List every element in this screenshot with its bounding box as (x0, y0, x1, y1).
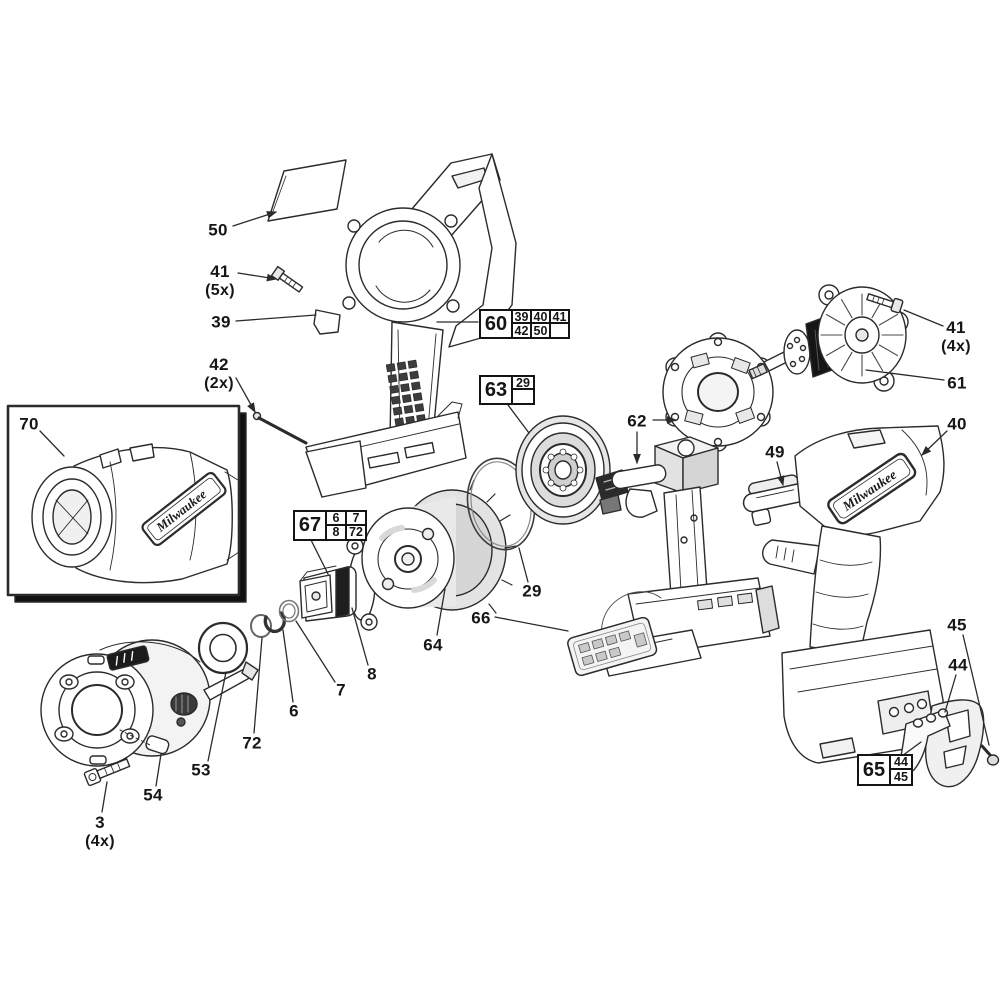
box-60-main: 60 (484, 312, 508, 335)
callout-54: 54 (143, 785, 163, 805)
callout-8: 8 (367, 664, 377, 684)
leader-40 (921, 430, 948, 456)
part-pin-42 (252, 411, 308, 445)
leader-7 (295, 620, 336, 683)
callout-70: 70 (19, 414, 39, 434)
part-switch-assembly (599, 436, 780, 677)
part-screw-45 (980, 744, 1000, 766)
leader-6 (282, 629, 294, 703)
callout-61: 61 (947, 373, 967, 393)
leader-70 (39, 430, 65, 457)
leader-45 (962, 634, 990, 746)
callout-42-2x: 42(2x) (204, 355, 234, 392)
box-60-grid: 39 40 41 42 50 (511, 310, 568, 338)
callout-53: 53 (191, 760, 211, 780)
leader-66 (494, 616, 569, 632)
callout-7: 7 (336, 680, 346, 700)
callout-64: 64 (423, 635, 443, 655)
callout-29: 29 (522, 581, 542, 601)
leader-box65 (901, 741, 922, 757)
box-cell: 44 (889, 755, 911, 770)
part-screw-41-5x (270, 265, 304, 293)
leader-44 (944, 674, 957, 713)
part-housing-right-half (762, 425, 945, 764)
box-67-main: 67 (298, 514, 322, 536)
part-rotor (748, 284, 909, 392)
part-ring-7 (278, 599, 300, 623)
box-cell: 42 (511, 324, 530, 338)
box-65-main: 65 (862, 758, 886, 781)
callout-6: 6 (289, 701, 299, 721)
box-cell: 45 (889, 770, 911, 784)
box-cell: 50 (530, 324, 549, 338)
part-spindle-bearing (515, 415, 629, 525)
leader-8 (351, 607, 369, 666)
leader-39 (235, 314, 317, 322)
leader-box63 (504, 400, 530, 434)
leader-box67 (309, 537, 329, 575)
callout-box-65: 65 44 45 (857, 754, 913, 786)
leader-72 (253, 637, 263, 734)
callout-41-5x: 41(5x) (205, 262, 235, 299)
part-retaining-ring-6 (263, 611, 286, 634)
leader-54 (155, 753, 162, 787)
box-cell (511, 390, 533, 403)
part-label-sticker (267, 159, 347, 222)
leader-61 (865, 369, 945, 381)
leader-50 (232, 211, 278, 227)
box-cell: 6 (325, 511, 345, 526)
part-housing-left-half (305, 153, 517, 498)
callout-44: 44 (948, 655, 968, 675)
part-screw-41-4x (866, 293, 904, 314)
callout-49: 49 (765, 442, 785, 462)
box-cell: 39 (511, 310, 530, 324)
callout-50: 50 (208, 220, 228, 240)
leader-lines (39, 211, 990, 813)
part-hammer-assembly (361, 479, 517, 614)
box-65-grid: 44 45 (889, 755, 911, 784)
box-cell: 72 (345, 525, 365, 539)
part-button-49 (742, 474, 812, 526)
part-gearcase (40, 639, 259, 767)
leader-42-2x (235, 377, 256, 414)
box-67-grid: 6 7 8 72 (325, 511, 365, 539)
callout-box-63: 63 29 (479, 375, 535, 405)
callout-40: 40 (947, 414, 967, 434)
part-ring-72 (250, 614, 272, 638)
leader-41-5x (237, 272, 278, 282)
callout-3-4x: 3(4x) (85, 813, 115, 850)
part-washer-53 (197, 621, 249, 675)
box-63-grid: 29 (511, 376, 533, 403)
leader-41-4x (903, 309, 944, 327)
box-63-main: 63 (484, 378, 508, 401)
box-cell: 8 (325, 525, 345, 539)
leader-29 (518, 547, 529, 583)
leader-64 (436, 588, 446, 636)
callout-39: 39 (211, 312, 231, 332)
box-cell: 7 (345, 511, 365, 526)
box-cell: 40 (530, 310, 549, 324)
callout-box-67: 67 6 7 8 72 (293, 510, 367, 541)
box-cell (549, 324, 568, 337)
box-cell: 29 (511, 376, 533, 390)
callout-box-60: 60 39 40 41 42 50 (479, 309, 570, 339)
leader-3-4x (101, 781, 108, 813)
callout-72: 72 (242, 733, 262, 753)
callout-62: 62 (627, 411, 647, 431)
callout-41-4x: 41(4x) (941, 318, 971, 355)
box-cell: 41 (549, 310, 568, 324)
part-pcb (567, 616, 658, 677)
callout-66: 66 (471, 608, 491, 628)
leader-53 (207, 671, 227, 762)
part-stator (662, 332, 774, 452)
part-bolt-3 (83, 758, 131, 787)
callout-45: 45 (947, 615, 967, 635)
leader-49 (776, 461, 785, 487)
